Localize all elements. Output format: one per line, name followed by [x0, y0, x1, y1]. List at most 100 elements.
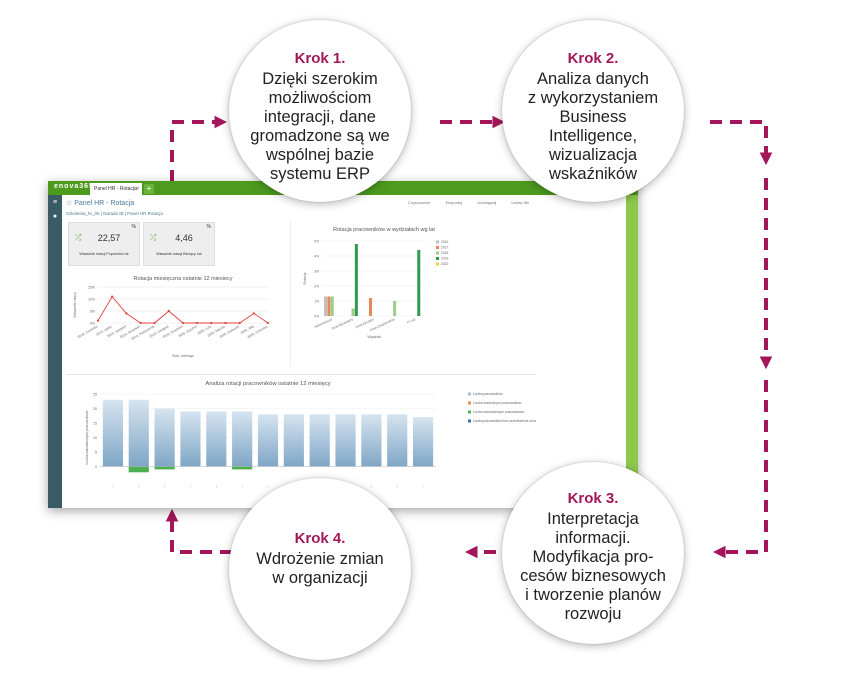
- arrow-into-step-1: [170, 115, 228, 182]
- bar: [232, 411, 253, 467]
- step-2-line: Business: [559, 108, 627, 126]
- legend-entry: 2016: [441, 240, 449, 244]
- y-tick-label: 0%: [314, 314, 319, 318]
- kpi-value: 4,46: [175, 233, 193, 243]
- step-4-circle: Krok 4. Wdrożenie zmian w organizacji: [229, 478, 411, 660]
- data-point: [252, 312, 255, 315]
- x-tick-label: 2020, Maj: [240, 324, 255, 335]
- data-point: [224, 321, 227, 325]
- y-tick-label: 2%: [314, 284, 319, 288]
- bar: [393, 301, 397, 316]
- step-1-title: Krok 1.: [294, 50, 346, 67]
- bar: [412, 417, 434, 467]
- toolbar-item-share[interactable]: Udostępnij: [477, 200, 497, 205]
- data-point: [125, 312, 128, 315]
- legend-swatch: [436, 246, 439, 249]
- step-2-circle: Krok 2. Analiza danych z wykorzystaniem …: [502, 20, 684, 202]
- x-tick-label: 2019, Czerwiec: [77, 324, 99, 339]
- legend-swatch: [468, 401, 471, 405]
- step-3-line: Modyfikacja pro-: [532, 548, 654, 566]
- chart-title: Rotacja pracowników w wydziałach wg lat: [333, 227, 435, 233]
- close-icon[interactable]: ×: [136, 186, 139, 192]
- step-4-line: w organizacji: [272, 569, 368, 587]
- bulb-icon[interactable]: ●: [52, 213, 58, 220]
- step-2-line: wskaźników: [548, 165, 638, 183]
- step-3-line: informacji.: [555, 529, 631, 547]
- kpi-card-previous-year: % ⤮ 22,57 Wskaźnik rotacji Poprzedni rok: [68, 222, 140, 266]
- step-3-line: i tworzenie planów: [525, 586, 661, 604]
- sidebar: ≡ ●: [48, 195, 62, 508]
- legend-entry: Liczba zatrudnionych pracowników: [473, 410, 525, 414]
- step-3-line: Interpretacja: [547, 510, 639, 528]
- y-tick-label: 15%: [88, 286, 95, 290]
- step-2-line: Analiza danych: [537, 70, 649, 88]
- step-1-line: gromadzone są we: [250, 127, 390, 145]
- y-tick-label: 5%: [314, 239, 319, 243]
- y-tick-label: 15: [93, 422, 97, 426]
- kpi-unit: %: [131, 224, 136, 230]
- step-1-line: możliwościom: [268, 89, 372, 107]
- legend-entry: 2020: [441, 262, 449, 266]
- legend-swatch: [436, 262, 439, 266]
- y-axis-label: Wskaźnik rotacji: [73, 292, 77, 318]
- kpi-label: Wskaźnik rotacji Poprzedni rok: [79, 252, 129, 256]
- panel-divider: [290, 221, 291, 367]
- y-tick-label: 3%: [314, 269, 319, 273]
- breadcrumb: Szkolenia_hr_05 | Narada IB | Panel HR R…: [66, 211, 163, 216]
- step-1-line: systemu ERP: [270, 165, 370, 183]
- bar: [128, 466, 149, 473]
- step-1-line: integracji, dane: [264, 108, 376, 126]
- tab-panel-hr[interactable]: Panel HR - Rotacja×: [90, 183, 142, 195]
- step-1-line: wspólnej bazie: [265, 146, 375, 164]
- series-line: [97, 295, 269, 324]
- data-point: [111, 295, 114, 298]
- page-title: ☆ Panel HR - Rotacja: [66, 200, 135, 207]
- legend-swatch: [436, 251, 439, 255]
- bar: [335, 414, 356, 467]
- legend-entry: Liczba pracowników bez przedłużenia umow…: [473, 419, 536, 423]
- data-point: [139, 321, 142, 325]
- x-axis-label: Rok, miesiąc: [172, 354, 194, 358]
- legend-swatch: [468, 392, 471, 396]
- tab-label: Panel HR - Rotacja: [94, 186, 137, 192]
- legend-swatch: [436, 240, 439, 244]
- department-rotation-chart: Rotacja pracowników w wydziałach wg lat 0…: [303, 227, 449, 339]
- step-1-circle: Krok 1. Dzięki szerokim możliwościom int…: [229, 20, 411, 202]
- menu-icon[interactable]: ≡: [52, 199, 58, 206]
- legend-entry: Liczba pracowników: [473, 392, 503, 396]
- step-2-line: wizualizacja: [548, 146, 638, 164]
- step-2-title: Krok 2.: [567, 50, 619, 67]
- step-2-line: Intelligence,: [548, 127, 638, 145]
- step-4-line: Wdrożenie zmian: [256, 550, 384, 568]
- toolbar-item-filter[interactable]: Ustaw filtr: [511, 200, 529, 205]
- data-point: [238, 321, 241, 325]
- x-tick-label: Dział Sprzedaży: [331, 317, 354, 331]
- legend-entry: 2018: [441, 251, 449, 255]
- data-point: [96, 319, 100, 322]
- bar: [324, 296, 328, 316]
- step-3-circle: Krok 3. Interpretacja informacji. Modyfi…: [502, 462, 684, 644]
- bar: [232, 466, 253, 470]
- y-tick-label: 25: [93, 393, 97, 397]
- bar: [283, 414, 304, 467]
- step-3-line: rozwoju: [564, 605, 622, 623]
- legend-entry: Liczba zwolnionych pracowników: [473, 401, 522, 405]
- y-tick-label: 0: [95, 465, 97, 469]
- bar: [257, 414, 279, 467]
- step-4-title: Krok 4.: [294, 530, 346, 547]
- bar: [102, 399, 124, 467]
- step-2-description: Analiza danych z wykorzystaniem Business…: [502, 70, 684, 184]
- step-2-line: z wykorzystaniem: [527, 89, 659, 107]
- toolbar-item-export[interactable]: Eksportuj: [445, 200, 463, 205]
- bar: [309, 414, 330, 467]
- arrow-step-4-to-screen: [165, 508, 232, 554]
- toolbar-item-clear[interactable]: Czyszczenie: [408, 200, 431, 205]
- app-logo: enova365: [54, 183, 94, 190]
- add-tab-button[interactable]: +: [144, 184, 154, 194]
- shuffle-icon: ⤮: [75, 233, 82, 242]
- shuffle-icon: ⤮: [150, 233, 157, 242]
- data-point: [196, 321, 199, 325]
- x-tick-label: Administracja: [314, 317, 333, 329]
- chart-title: Analiza rotacji pracowników ostatnie 12 …: [205, 381, 330, 387]
- kpi-value: 22,57: [97, 233, 121, 243]
